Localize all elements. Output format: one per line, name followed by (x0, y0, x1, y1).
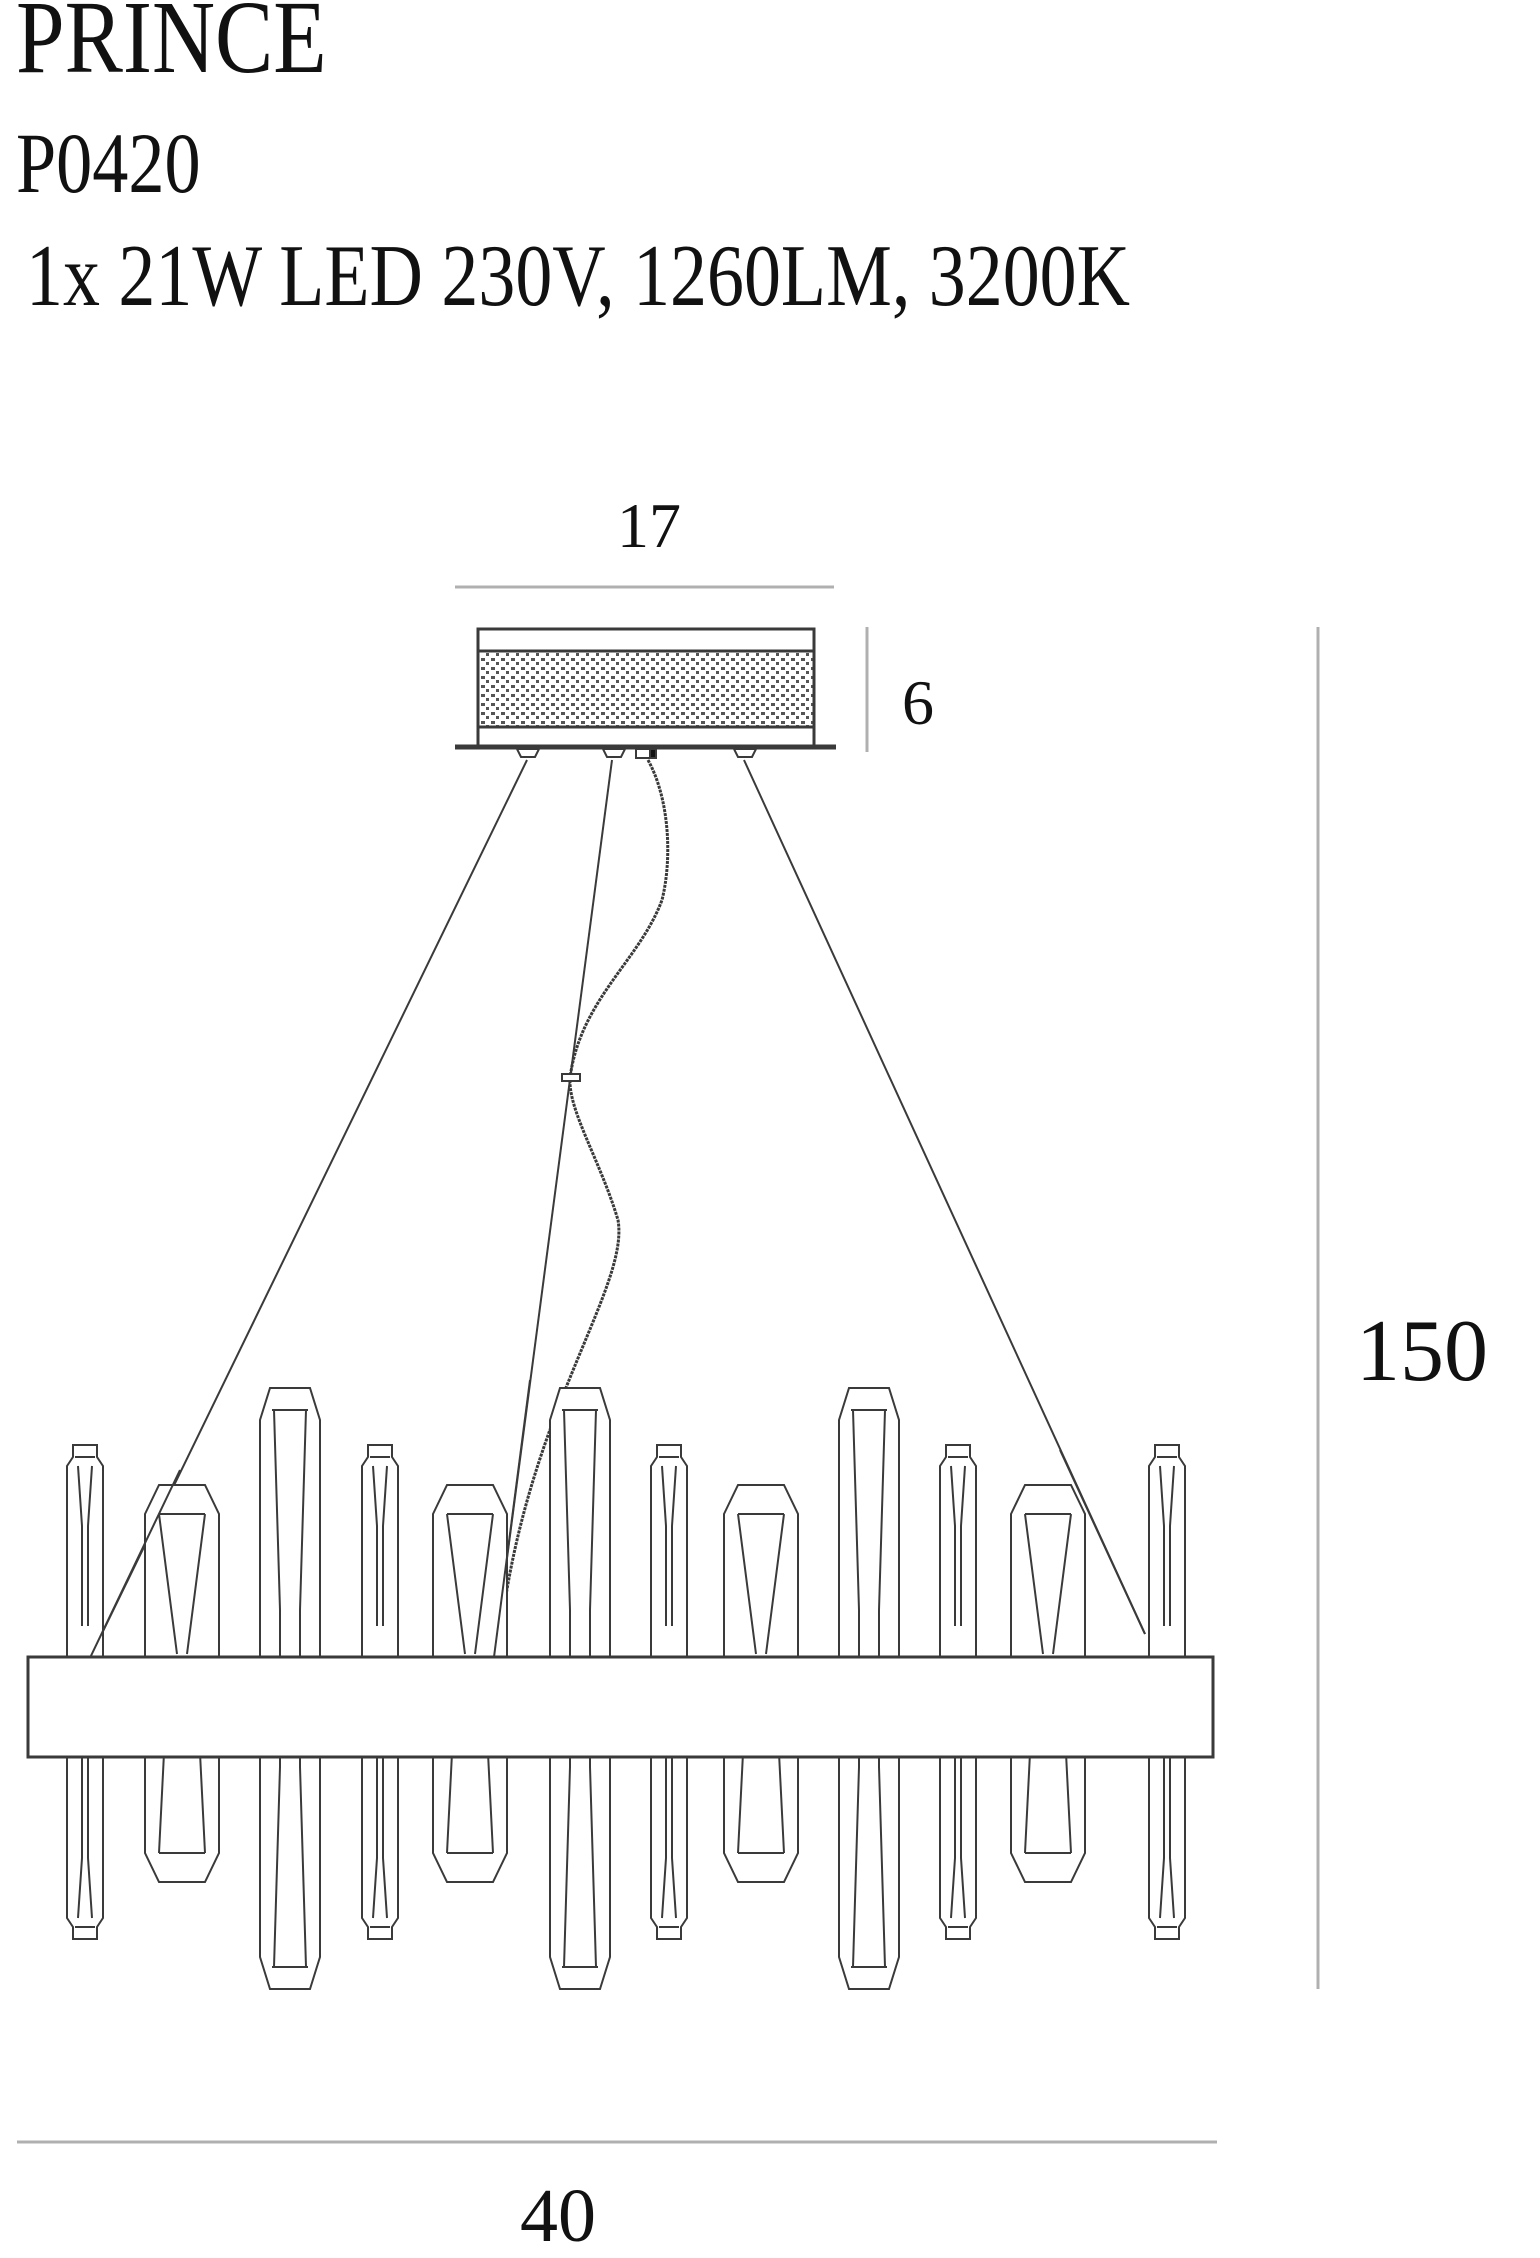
canopy-hooks (515, 748, 758, 759)
width-label: 40 (520, 2174, 596, 2258)
canopy (455, 627, 836, 750)
product-spec: 1x 21W LED 230V, 1260LM, 3200K (26, 228, 1131, 325)
dimension-lines (17, 585, 1320, 2144)
canopy-height-label: 6 (902, 667, 934, 738)
product-code: P0420 (16, 115, 201, 211)
product-name: PRINCE (16, 0, 327, 95)
power-cable (496, 759, 670, 1658)
total-height-label: 150 (1356, 1303, 1488, 1400)
cable-clip (561, 1073, 581, 1082)
suspension-wires (88, 759, 1146, 1661)
canopy-width-label: 17 (617, 490, 681, 561)
light-bar (26, 1655, 1215, 1759)
